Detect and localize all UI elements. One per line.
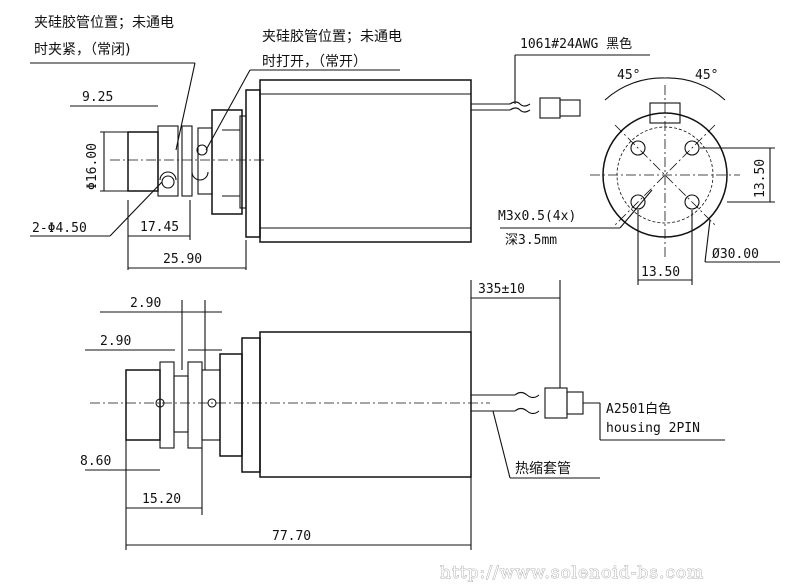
depth-label: 深3.5mm (505, 233, 557, 248)
dim-25-90: 25.90 (163, 252, 202, 267)
note-closed-line2: 时夹紧，（常闭) (34, 42, 130, 58)
end-view (500, 77, 780, 285)
dim-phi30: Ø30.00 (712, 247, 759, 262)
dim-8-60: 8.60 (80, 454, 111, 469)
note-open-line2: 时打开，（常开） (262, 53, 367, 70)
dim-phi16: Φ16.00 (85, 143, 100, 190)
note-open-line1: 夹硅胶管位置；未通电 (262, 28, 402, 45)
dim-9-25: 9.25 (82, 90, 113, 105)
dim-17-45: 17.45 (140, 220, 179, 235)
dim-2-90-bottom: 2.90 (100, 334, 131, 349)
dim-335: 335±10 (478, 282, 525, 297)
dim-45-right: 45° (695, 68, 718, 83)
dim-77-70: 77.70 (272, 529, 311, 544)
dim-13-50-horizontal: 13.50 (641, 265, 680, 280)
connector-label-line1: A2501白色 (606, 401, 671, 417)
dim-45-left: 45° (617, 68, 640, 83)
connector-label-line2: housing 2PIN (606, 421, 700, 436)
note-closed-line1: 夹硅胶管位置；未通电 (34, 14, 174, 31)
dim-15-20: 15.20 (142, 492, 181, 507)
dim-hole-count: 2-Φ4.50 (32, 221, 87, 236)
top-view (30, 54, 650, 270)
heat-shrink-label: 热缩套管 (515, 461, 571, 477)
dim-2-90-top: 2.90 (130, 296, 161, 311)
dim-13-50-vertical: 13.50 (753, 159, 768, 198)
wire-spec-label: 1061#24AWG 黑色 (520, 36, 632, 52)
side-view (85, 280, 725, 550)
thread-label: M3x0.5(4x) (498, 209, 576, 224)
watermark: http://www.solenoid-bs.com (440, 563, 704, 583)
